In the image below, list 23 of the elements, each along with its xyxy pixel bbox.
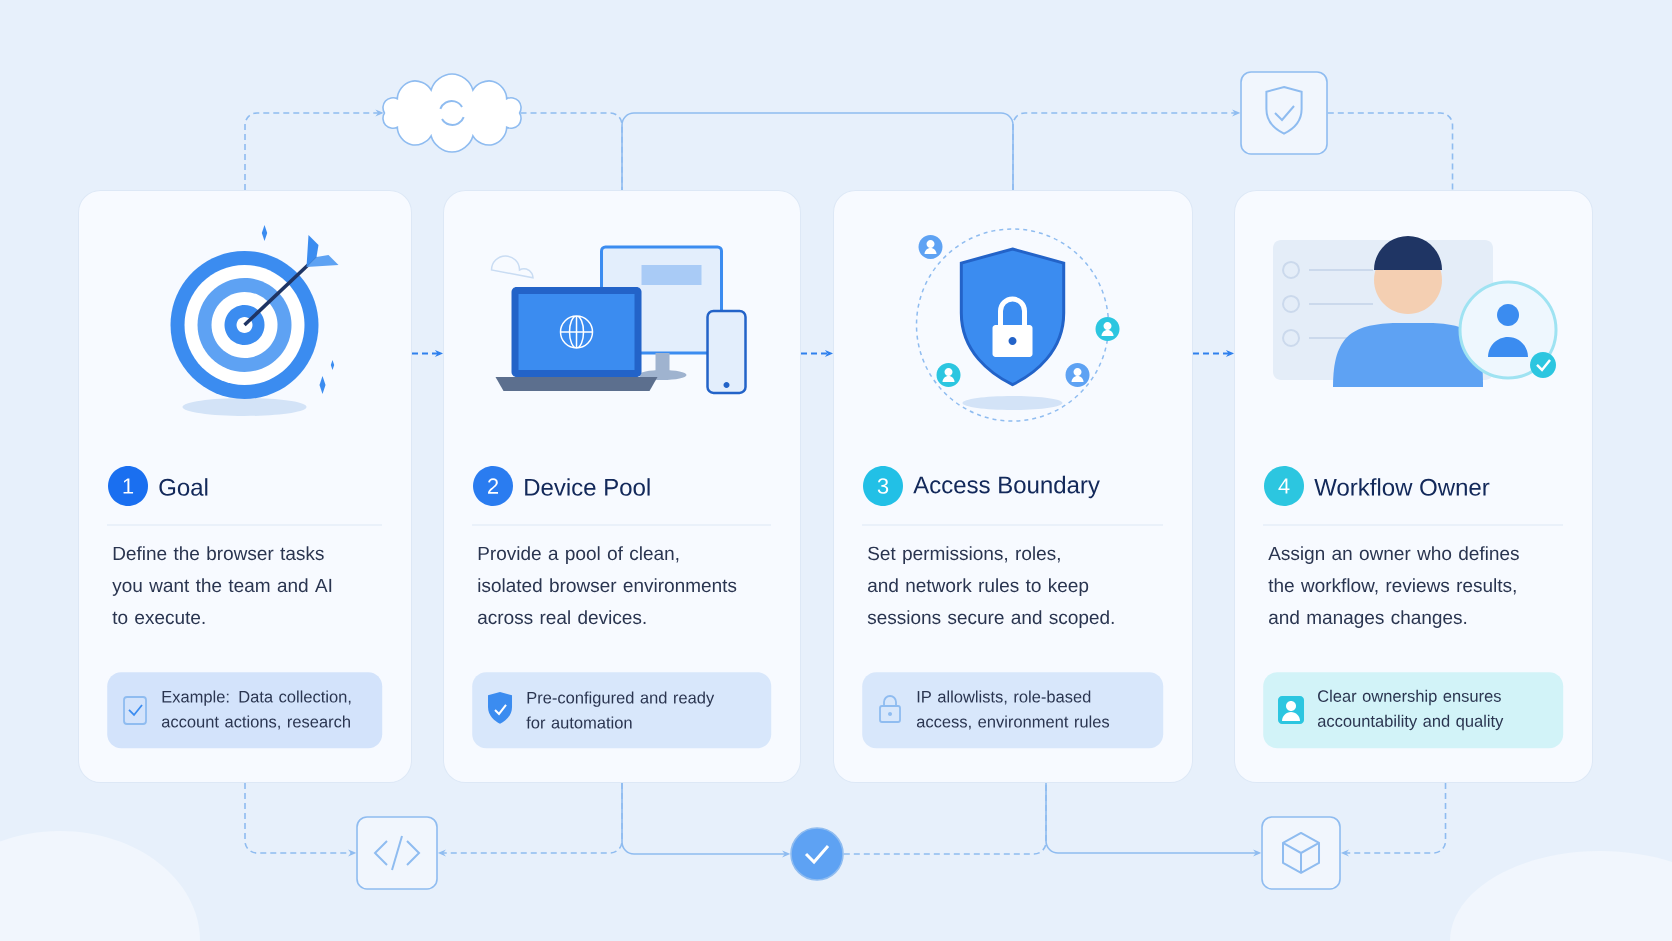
- card-title: Goal: [159, 478, 208, 496]
- card-title: Access Boundary: [913, 475, 1100, 499]
- card-text: Define the browser tasks you want the team and AI to execute.: [112, 546, 332, 625]
- check-icon: [790, 827, 844, 881]
- note-box: Pre-configured and ready for automation: [472, 672, 772, 749]
- shield-icon: [1240, 71, 1328, 155]
- cube-icon: [1261, 816, 1341, 890]
- card-title: Device Pool: [525, 478, 650, 496]
- note-box: Clear ownership ensures accountability and quality: [1263, 672, 1564, 749]
- connector: [1327, 112, 1454, 191]
- connector: [621, 112, 1014, 191]
- note-box: IP allowlists, role-based access, environment rules: [862, 672, 1164, 749]
- code-icon: [356, 816, 438, 890]
- card-text: Assign an owner who defines the workflow, reviews results, and manages changes.: [1268, 546, 1519, 628]
- cloud-icon: [382, 73, 522, 153]
- card-text: Provide a pool of clean, isolated browser environments across real devices.: [478, 546, 737, 625]
- note-box: Example: Data collection, account actions, research: [107, 672, 383, 749]
- number-badge: 4: [1264, 466, 1304, 506]
- number-badge: 1: [108, 466, 148, 506]
- card-title: Workflow Owner: [1314, 478, 1490, 496]
- number-badge: 3: [863, 466, 903, 506]
- number-badge: 2: [473, 466, 513, 506]
- card-text: Set permissions, roles, and network rules to keep sessions secure and scoped.: [867, 546, 1114, 628]
